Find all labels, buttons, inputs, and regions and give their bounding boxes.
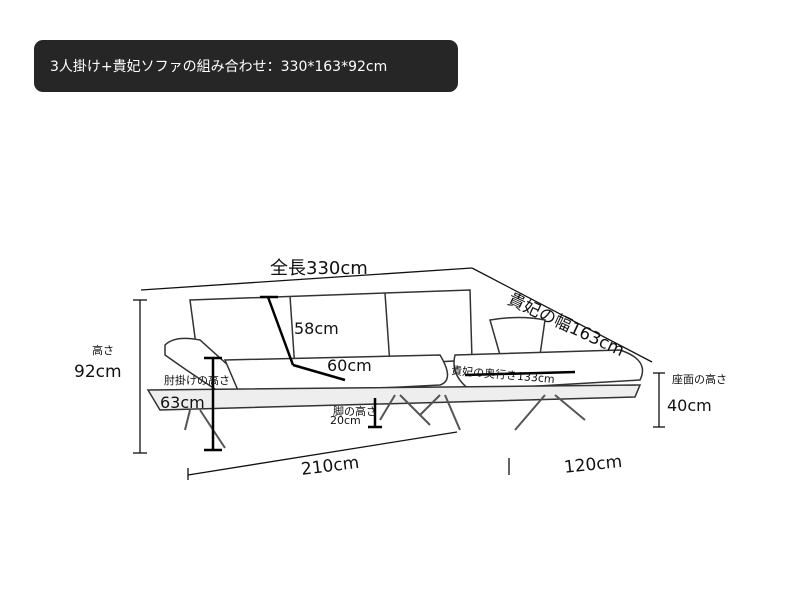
chaise-seat: [453, 349, 644, 391]
sofa-width-line: [187, 431, 458, 476]
leg-height-label: 脚の高さ: [333, 405, 377, 418]
chaise-width-line: [471, 267, 653, 363]
back-height-mark: [266, 296, 295, 366]
seat-height-label: 座面の高さ: [672, 373, 727, 386]
back-height-value: 58cm: [294, 319, 339, 338]
height-label: 高さ: [92, 344, 114, 357]
backrest-seam: [384, 292, 391, 366]
leg: [419, 394, 461, 431]
total-length-label: 全長330cm: [270, 258, 368, 279]
measure-marks: [204, 295, 576, 452]
leg: [379, 394, 431, 426]
height-value: 92cm: [74, 362, 122, 382]
seat-depth-value: 60cm: [327, 356, 372, 375]
arm-height-label: 肘掛けの高さ: [164, 374, 230, 387]
title-banner: 3人掛け+貴妃ソファの組み合わせ：330*163*92cm: [34, 40, 458, 92]
leg-height-value: 20cm: [330, 414, 361, 427]
seat-depth-mark: [292, 363, 346, 382]
dimension-lines: [133, 267, 665, 480]
total-length-line: [140, 267, 473, 291]
leg: [184, 409, 226, 449]
chaise-depth-mark: [464, 370, 576, 377]
chaise-headrest: [489, 316, 546, 356]
arm-height-value: 63cm: [160, 393, 205, 412]
seat-height-value: 40cm: [667, 396, 712, 415]
leg: [514, 394, 586, 431]
title-text: 3人掛け+貴妃ソファの組み合わせ：330*163*92cm: [50, 59, 388, 75]
left-seat: [223, 354, 449, 396]
